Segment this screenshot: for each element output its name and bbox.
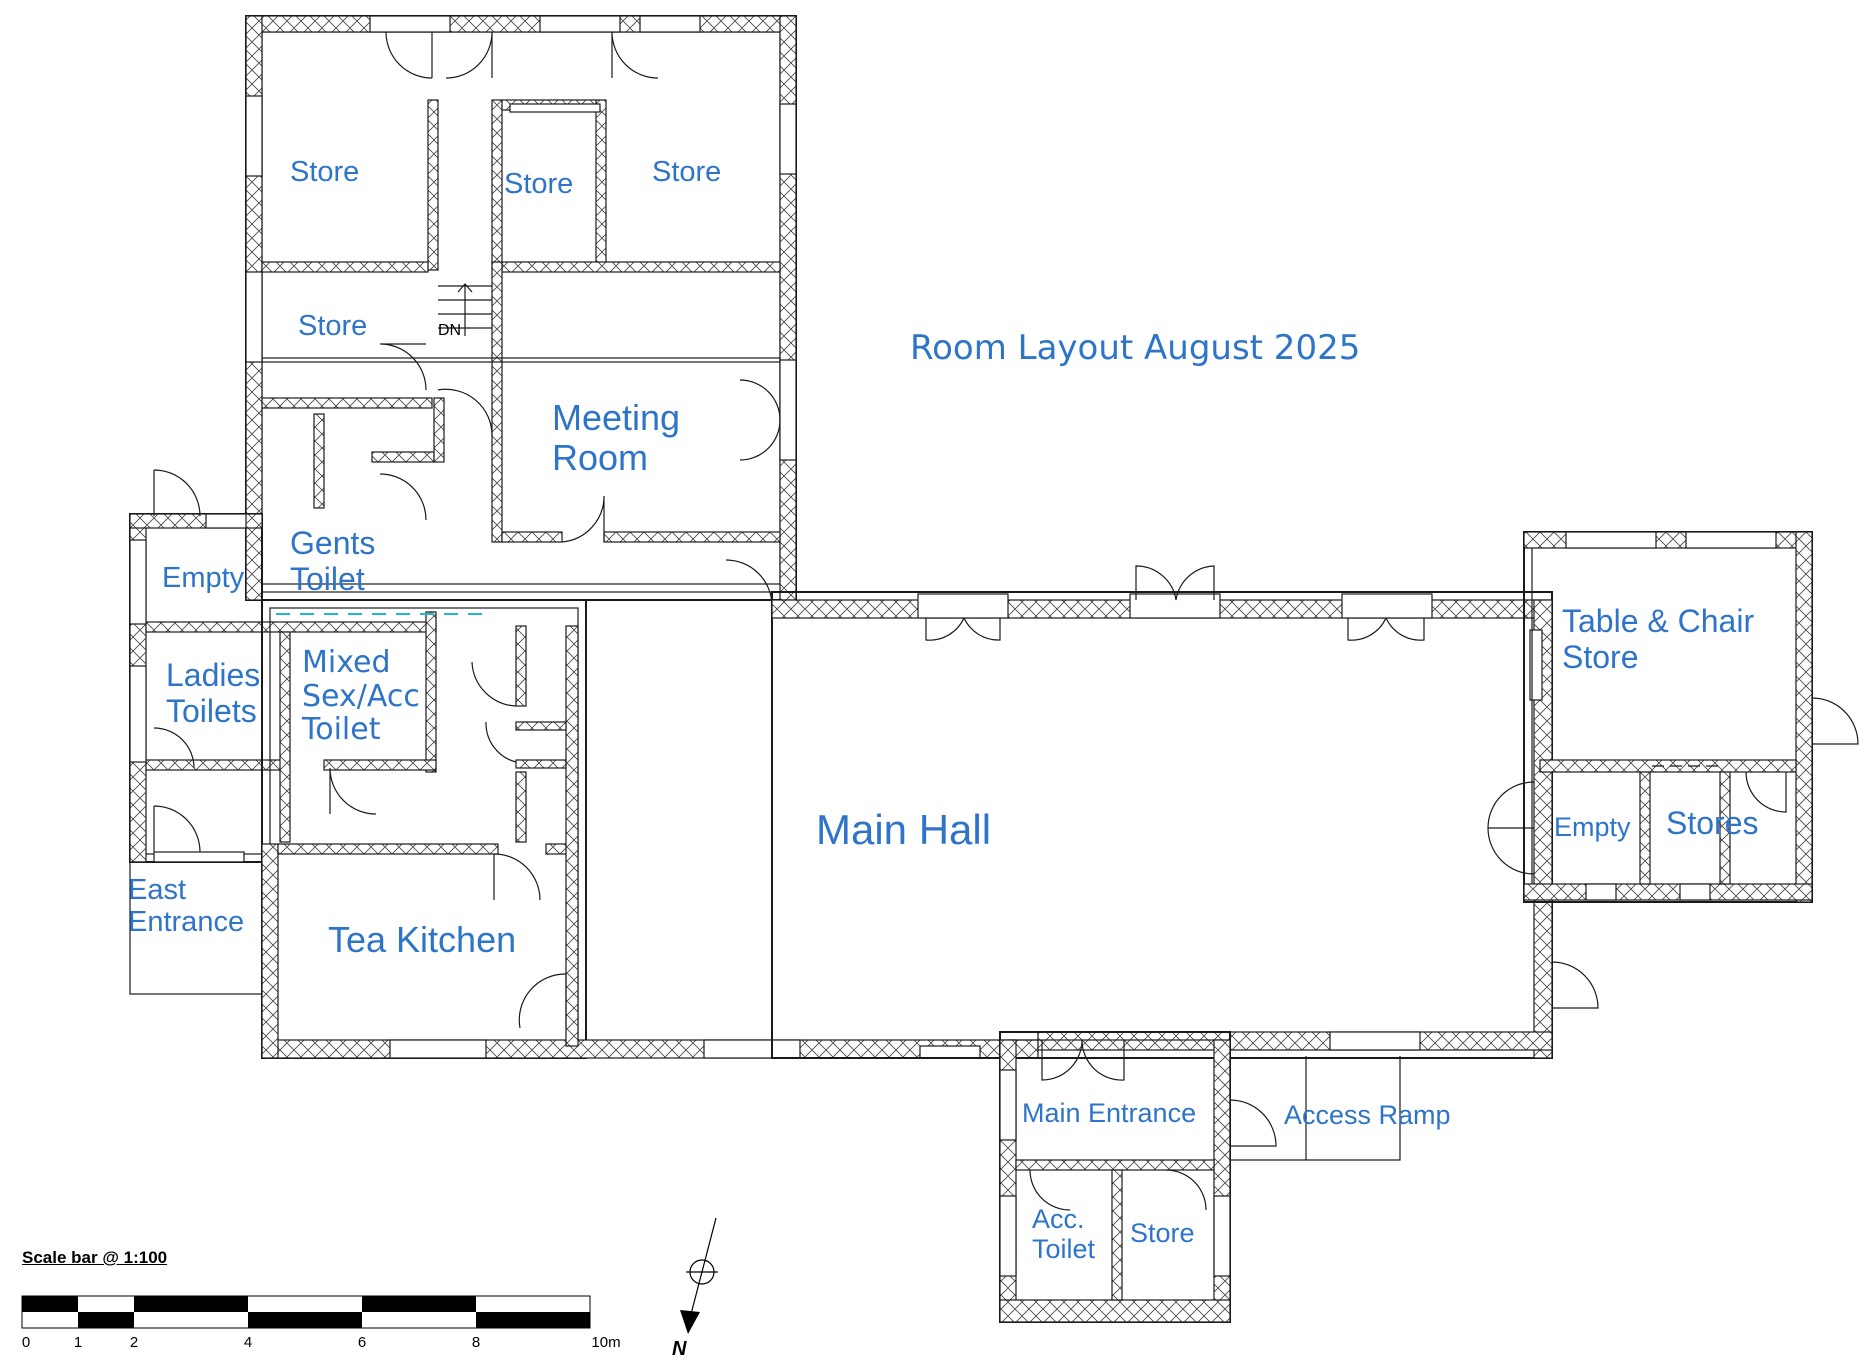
- room-label-main-entrance: Main Entrance: [1022, 1098, 1197, 1128]
- room-label-main-hall: Main Hall: [816, 806, 992, 853]
- scale-bar-title: Scale bar @ 1:100: [22, 1248, 168, 1267]
- room-label-east-entrance: East Entrance: [128, 874, 245, 939]
- room-label-empty-west: Empty: [162, 562, 245, 594]
- scale-bar: [21, 1295, 591, 1329]
- kitchen-block-walls: [261, 599, 1039, 1059]
- north-label: N: [672, 1338, 687, 1360]
- room-label-store: Store: [504, 168, 574, 200]
- scale-segment: [134, 1296, 248, 1312]
- room-label-empty-east: Empty: [1554, 812, 1631, 842]
- scale-segment: [362, 1296, 476, 1312]
- room-label-meeting-room: Meeting Room: [552, 397, 681, 479]
- room-label-gents-toilet: Gents Toilet: [290, 525, 376, 597]
- west-wing-walls: [129, 469, 490, 995]
- scale-segment: [476, 1312, 590, 1328]
- scale-tick-label: 1: [73, 1334, 83, 1351]
- north-arrow-icon: [680, 1217, 718, 1334]
- south-annex-walls: [999, 1031, 1401, 1323]
- scale-segment: [248, 1312, 362, 1328]
- main-hall-walls: [771, 565, 1599, 1059]
- room-label-store-annex: Store: [1130, 1218, 1195, 1248]
- scale-tick-label: 6: [357, 1334, 367, 1351]
- room-label-tea-kitchen: Tea Kitchen: [328, 919, 517, 960]
- scale-tick-label: 8: [471, 1334, 481, 1351]
- room-label-mixed-toilet: Mixed Sex/Acc Toilet: [302, 645, 420, 748]
- stairs-down-label: DN: [438, 322, 462, 339]
- room-label-store: Store: [298, 310, 368, 342]
- plan-title: Room Layout August 2025: [910, 328, 1361, 368]
- east-block-walls: [1523, 531, 1859, 903]
- scale-segment: [78, 1312, 134, 1328]
- room-label-store: Store: [290, 156, 360, 188]
- scale-tick-label: 10m: [591, 1334, 621, 1351]
- room-label-ladies-toilets: Ladies Toilets: [166, 657, 261, 729]
- scale-tick-label: 4: [243, 1334, 253, 1351]
- scale-segment: [22, 1296, 78, 1312]
- room-label-store: Store: [652, 156, 722, 188]
- room-label-stores: Stores: [1666, 805, 1759, 841]
- scale-tick-label: 0: [21, 1334, 31, 1351]
- scale-tick-label: 2: [129, 1334, 139, 1351]
- room-label-table-chair-store: Table & Chair Store: [1562, 603, 1755, 675]
- room-label-access-ramp: Access Ramp: [1284, 1100, 1451, 1130]
- north-block-walls: [245, 15, 797, 607]
- room-label-acc-toilet: Acc. Toilet: [1032, 1204, 1096, 1265]
